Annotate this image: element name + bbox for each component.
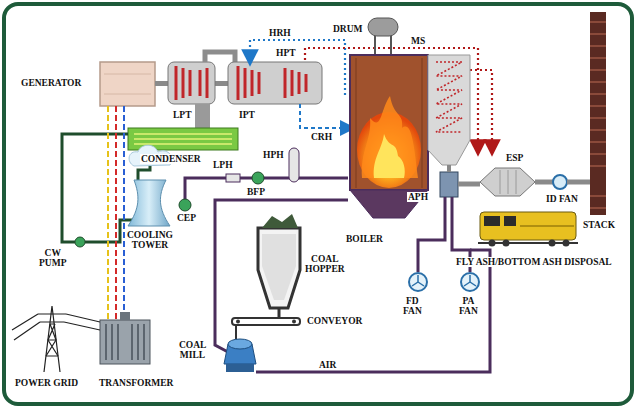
part-label: CONVEYOR <box>306 316 363 326</box>
part-label: HRH <box>268 28 292 38</box>
part-label: PA FAN <box>458 296 479 317</box>
part-label: TRANSFORMER <box>98 378 174 388</box>
part-label: CRH <box>310 132 333 142</box>
part-label: COAL HOPPER <box>304 254 346 275</box>
part-label: APH <box>407 192 429 202</box>
part-label: ESP <box>505 153 524 163</box>
part-label: CW PUMP <box>38 248 67 269</box>
part-label: CONDENSER <box>140 154 202 164</box>
part-label: GENERATOR <box>20 78 82 88</box>
part-label: DRUM <box>332 24 364 34</box>
part-label: FLY ASH/BOTTOM ASH DISPOSAL <box>455 257 613 267</box>
part-label: CEP <box>176 213 197 223</box>
part-label: FD FAN <box>402 296 423 317</box>
part-label: COOLING TOWER <box>126 230 174 251</box>
part-label: LPT <box>172 110 192 120</box>
part-label: ID FAN <box>545 194 579 204</box>
part-label: STACK <box>582 220 616 230</box>
part-label: BOILER <box>345 234 384 244</box>
part-label: IPT <box>238 110 256 120</box>
part-label: BFP <box>246 187 266 197</box>
part-label: AIR <box>318 360 337 370</box>
part-label: HPT <box>275 48 297 58</box>
part-label: MS <box>410 36 426 46</box>
part-label: HPH <box>262 150 285 160</box>
part-label: LPH <box>212 160 234 170</box>
part-label: COAL MILL <box>178 340 207 361</box>
part-label: POWER GRID <box>14 378 79 388</box>
